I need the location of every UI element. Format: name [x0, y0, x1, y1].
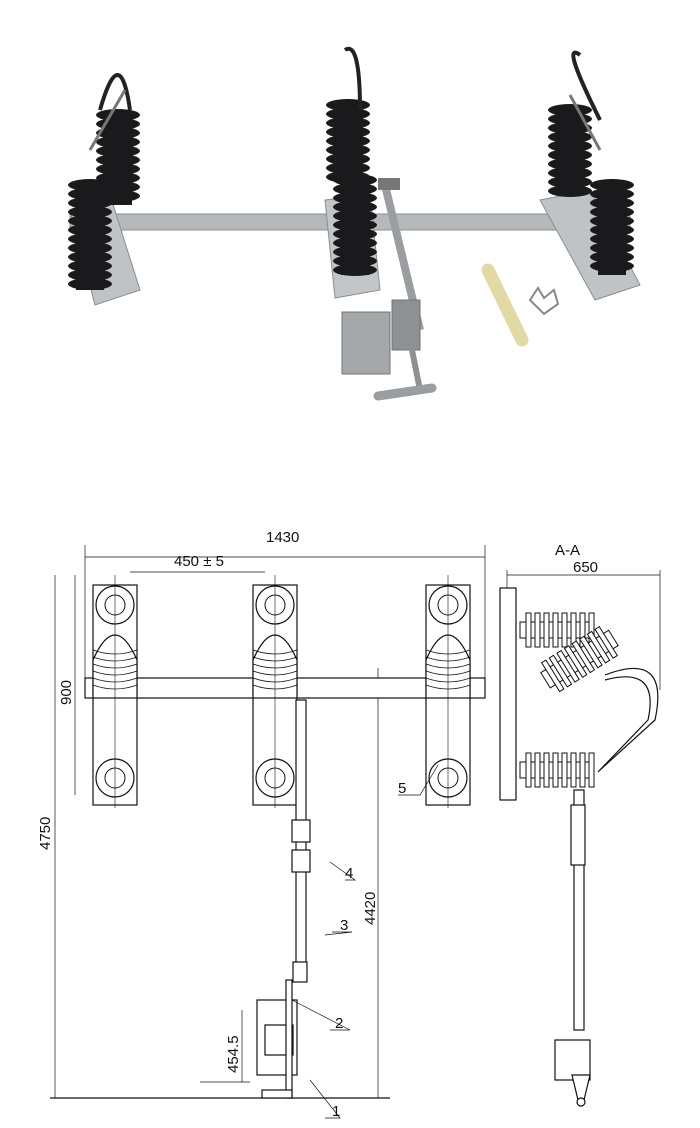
operating-mechanism: [341, 299, 437, 401]
callout-4: 4: [345, 865, 353, 882]
callout-3: 3: [340, 917, 348, 934]
insulator-stack: [326, 99, 370, 183]
pole: [252, 575, 298, 808]
insulators: [68, 99, 634, 290]
insulator-shed: [548, 654, 573, 688]
insulator-shed: [594, 626, 619, 659]
insulator-shed: [563, 645, 588, 678]
leader-lines: [291, 764, 439, 1119]
dim-450: 450 ± 5: [174, 553, 224, 570]
callout-2: 2: [335, 1015, 343, 1032]
insulator-shed: [586, 630, 611, 664]
dim-454-5: 454.5: [225, 1035, 242, 1073]
side-view: [499, 570, 661, 1107]
product-photo: [68, 46, 641, 401]
insulator-stack: [548, 104, 592, 197]
dim-4750: 4750: [37, 817, 54, 850]
operating-rod: [291, 699, 311, 983]
fuse-accessory: [481, 263, 560, 347]
insulator-shed: [571, 640, 596, 674]
mechanism-box: [256, 979, 298, 1099]
side-insulator: [519, 752, 595, 788]
callout-5: 5: [398, 780, 406, 797]
insulator-shed: [556, 649, 580, 683]
side-insulator: [519, 612, 595, 648]
blade-arms: [88, 46, 602, 151]
insulator-stack: [333, 174, 377, 276]
callout-1: 1: [332, 1103, 340, 1120]
insulator-stack: [96, 109, 140, 205]
pole: [92, 575, 138, 808]
section-label: A-A: [555, 542, 580, 559]
dim-650: 650: [573, 559, 598, 576]
pole: [425, 575, 471, 808]
dim-1430: 1430: [266, 529, 299, 546]
dim-900: 900: [58, 680, 75, 705]
insulator-shed: [579, 635, 603, 669]
insulator-shed: [540, 659, 565, 693]
insulator-stack: [590, 179, 634, 275]
front-view: [50, 545, 486, 1119]
dim-4420: 4420: [362, 892, 379, 925]
